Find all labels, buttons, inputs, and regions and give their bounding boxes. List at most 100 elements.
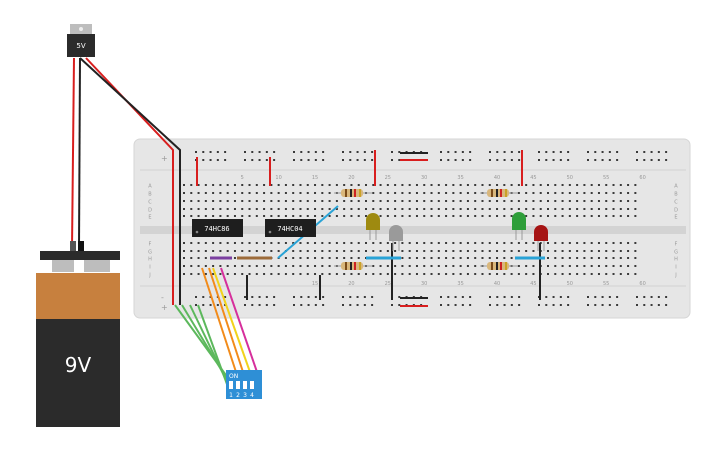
breadboard-hole — [183, 257, 185, 259]
breadboard-hole — [576, 242, 579, 244]
breadboard-hole — [350, 242, 353, 244]
breadboard-hole — [459, 250, 462, 252]
breadboard-hole — [241, 184, 244, 186]
breadboard-hole — [386, 265, 389, 267]
breadboard-hole — [552, 151, 555, 153]
breadboard-hole — [394, 184, 397, 186]
breadboard-hole — [597, 184, 600, 186]
breadboard-hole — [408, 208, 411, 210]
breadboard-hole — [561, 250, 564, 252]
breadboard-hole — [365, 215, 367, 217]
breadboard-hole — [371, 151, 374, 153]
breadboard-hole — [197, 257, 200, 259]
breadboard-hole — [466, 273, 469, 275]
breadboard-hole — [292, 192, 295, 194]
breadboard-hole — [437, 265, 440, 267]
column-number: 10 — [275, 175, 281, 181]
dip-toggle[interactable] — [229, 381, 233, 389]
breadboard-hole — [568, 215, 571, 217]
breadboard-hole — [212, 184, 215, 186]
breadboard-hole — [379, 265, 382, 267]
dip-toggle[interactable] — [236, 381, 240, 389]
breadboard-hole — [335, 200, 338, 202]
breadboard-hole — [452, 208, 455, 210]
breadboard-hole — [634, 215, 637, 217]
dip-switch[interactable]: ON 1 2 3 4 — [226, 370, 262, 399]
breadboard-hole — [233, 192, 236, 194]
breadboard-hole — [601, 159, 604, 161]
breadboard-hole — [561, 200, 564, 202]
breadboard-hole — [459, 265, 462, 267]
breadboard-hole — [590, 184, 593, 186]
breadboard-hole — [634, 184, 637, 186]
breadboard-hole — [452, 273, 455, 275]
breadboard-hole — [415, 242, 418, 244]
breadboard-hole — [322, 159, 325, 161]
breadboard-hole — [226, 208, 229, 210]
breadboard-hole — [415, 215, 418, 217]
breadboard-hole — [251, 304, 254, 306]
column-number: 50 — [567, 281, 573, 287]
led-green — [512, 212, 526, 240]
row-letter: I — [149, 265, 150, 271]
breadboard-hole — [608, 159, 611, 161]
breadboard-hole — [284, 265, 287, 267]
breadboard-hole — [401, 184, 404, 186]
breadboard-hole — [568, 257, 571, 259]
breadboard-hole — [183, 200, 185, 202]
breadboard-hole — [459, 215, 462, 217]
breadboard-hole — [559, 304, 562, 306]
breadboard-hole — [525, 184, 528, 186]
breadboard-hole — [559, 159, 562, 161]
breadboard-hole — [597, 215, 600, 217]
dip-on-label: ON — [229, 373, 238, 380]
breadboard-hole — [430, 192, 433, 194]
breadboard-hole — [349, 296, 352, 298]
breadboard-hole — [619, 273, 622, 275]
breadboard-hole — [547, 265, 549, 267]
breadboard-hole — [510, 215, 513, 217]
breadboard-hole — [532, 250, 535, 252]
breadboard-hole — [627, 257, 630, 259]
breadboard-hole — [430, 200, 433, 202]
breadboard-hole — [401, 208, 404, 210]
breadboard-hole — [447, 304, 450, 306]
breadboard-hole — [212, 208, 215, 210]
breadboard-hole — [547, 242, 549, 244]
breadboard-hole — [273, 296, 276, 298]
breadboard-hole — [423, 257, 426, 259]
breadboard-hole — [321, 184, 324, 186]
breadboard-hole — [496, 242, 499, 244]
breadboard-hole — [437, 215, 440, 217]
breadboard-hole — [567, 296, 570, 298]
dip-toggle[interactable] — [250, 381, 254, 389]
breadboard-hole — [335, 208, 338, 210]
row-letter: H — [148, 257, 152, 263]
breadboard-hole — [430, 215, 433, 217]
column-number: 50 — [567, 175, 573, 181]
breadboard-hole — [258, 304, 261, 306]
breadboard-hole — [503, 208, 506, 210]
breadboard-hole — [292, 265, 295, 267]
resistor — [334, 189, 372, 197]
breadboard-hole — [408, 215, 411, 217]
breadboard-hole — [408, 192, 411, 194]
breadboard-hole — [241, 265, 244, 267]
breadboard-hole — [401, 215, 404, 217]
breadboard-hole — [398, 151, 401, 153]
breadboard-hole — [454, 159, 457, 161]
breadboard-hole — [568, 250, 571, 252]
breadboard-hole — [350, 273, 353, 275]
breadboard-hole — [224, 151, 227, 153]
breadboard-hole — [251, 151, 254, 153]
breadboard-hole — [423, 208, 426, 210]
breadboard-hole — [619, 250, 622, 252]
breadboard-hole — [554, 250, 557, 252]
dip-toggle[interactable] — [243, 381, 247, 389]
breadboard-hole — [300, 304, 303, 306]
breadboard-hole — [452, 192, 455, 194]
breadboard-hole — [452, 184, 455, 186]
leds — [366, 212, 548, 251]
breadboard-hole — [195, 304, 197, 306]
breadboard-hole — [314, 242, 317, 244]
